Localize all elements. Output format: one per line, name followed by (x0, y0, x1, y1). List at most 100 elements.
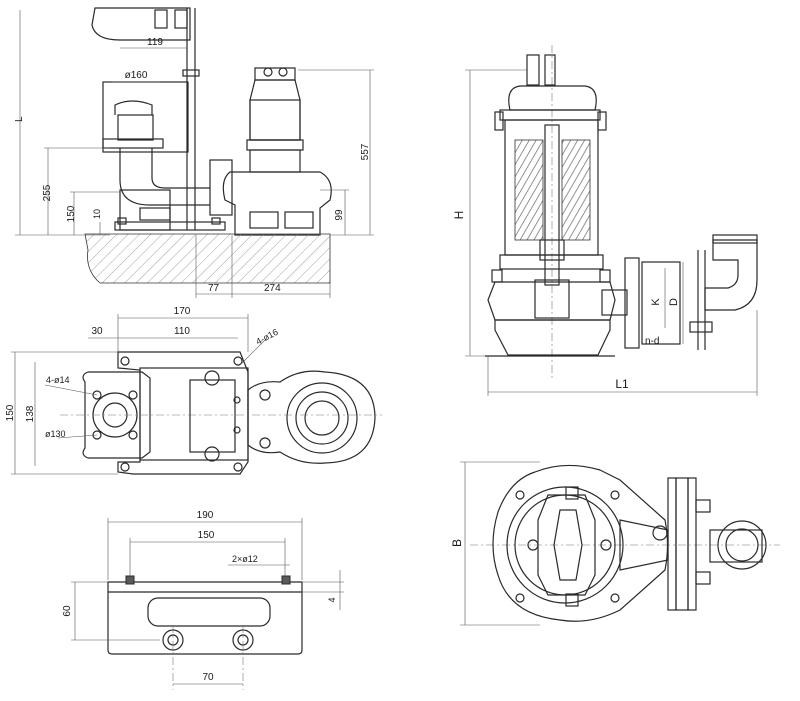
claw-pin (233, 426, 241, 434)
pipe-flange (102, 138, 164, 149)
mount-hole (233, 462, 243, 472)
dim-D: D (668, 298, 680, 306)
dim-274: 274 (264, 283, 281, 294)
dim-70: 70 (202, 672, 214, 683)
dim-99: 99 (334, 209, 345, 221)
bracket-view: 190 150 2×ø12 60 4 70 (62, 510, 344, 690)
dim-L: L (14, 116, 25, 122)
guide-claw (189, 379, 236, 453)
dim-150: 150 (5, 404, 16, 421)
side-installation-view: L 119 ø160 255 150 10 557 99 77 274 (14, 7, 374, 298)
stator-left (514, 139, 544, 241)
motor-ring (506, 486, 624, 604)
bolt (515, 490, 525, 500)
lug (599, 269, 611, 283)
rail-clamp (174, 9, 188, 29)
plan-view: 170 30 110 4-ø16 4-ø14 150 138 ø130 (5, 306, 382, 475)
pump-plan-view: B (450, 461, 780, 626)
outlet-duct (209, 159, 233, 216)
impeller (534, 279, 570, 319)
dim-138: 138 (25, 405, 36, 422)
outlet-flange (624, 257, 640, 349)
bolt (610, 490, 620, 500)
volute-body (487, 281, 616, 321)
flange-plate (667, 477, 677, 611)
dim-10: 10 (92, 209, 102, 219)
lifting-eye (263, 67, 273, 77)
bolt (527, 539, 539, 551)
discharge-outer (286, 382, 358, 454)
base-body (139, 367, 249, 461)
motor-housing (249, 99, 301, 141)
discharge-ring (247, 370, 376, 464)
cover-plate (537, 494, 596, 596)
dim-B: B (450, 539, 464, 547)
discharge-outline (102, 81, 189, 153)
seal-flange (499, 254, 604, 270)
leader-130 (57, 434, 98, 439)
bearing (539, 239, 565, 261)
dim-4: 4 (327, 597, 337, 602)
ring-hole (259, 389, 271, 401)
claw-hole (204, 370, 220, 386)
pump-foot (249, 211, 279, 229)
dim-190: 190 (197, 510, 214, 521)
cable-gland (254, 67, 296, 81)
pump-foot (284, 211, 314, 229)
bolt-hole (92, 390, 102, 400)
bolt-hole (128, 430, 138, 440)
shaft-marker (553, 509, 583, 581)
pipe-riser (117, 114, 154, 141)
rail-bracket (182, 69, 200, 77)
lug (597, 111, 607, 131)
cover-lug (565, 593, 579, 607)
concrete-floor (84, 233, 331, 284)
outlet-neck (601, 289, 628, 316)
top-cover (508, 85, 597, 111)
pump-outline (492, 464, 669, 622)
claw-hole (204, 446, 220, 462)
anchor-bolt (117, 217, 127, 225)
base-outline (117, 351, 249, 475)
dim-4x16: 4-ø16 (254, 327, 279, 347)
leader-4x14 (44, 384, 98, 396)
shaft (544, 124, 560, 286)
stator-right (561, 139, 591, 241)
rail-clamp (689, 321, 713, 333)
ring-hole (259, 437, 271, 449)
rail-clamp (154, 9, 168, 29)
pipe-bend (119, 148, 210, 206)
bolt-hole (92, 430, 102, 440)
pipe-top (114, 100, 153, 115)
bolt-hole (128, 390, 138, 400)
bolt (515, 593, 525, 603)
lug (491, 269, 503, 283)
coupling-base (119, 189, 171, 231)
rail-bolt (695, 571, 711, 585)
bracket-slot (147, 597, 271, 627)
dim-nd: n-d (645, 336, 659, 347)
mount-hole (233, 356, 243, 366)
discharge-mid (295, 391, 349, 445)
arm-hole (652, 525, 668, 541)
pipe-inner (725, 528, 759, 562)
dim-160: ø160 (125, 70, 148, 81)
cover-lug (565, 486, 579, 500)
cable-entry (526, 54, 540, 86)
elbow-flange (712, 234, 758, 244)
motor-top (249, 79, 301, 141)
dim-557: 557 (360, 143, 371, 160)
coupling-slot (139, 207, 171, 221)
dim-150: 150 (66, 205, 77, 222)
mount-hole (120, 462, 130, 472)
base-stand (494, 319, 611, 356)
anchor-bolt (211, 217, 221, 225)
dim-2x12: 2×ø12 (232, 554, 258, 564)
seal-housing (249, 149, 301, 173)
bracket-outline (107, 581, 303, 655)
dim-130: ø130 (45, 429, 66, 439)
handle-post (544, 54, 556, 86)
dim-170: 170 (174, 306, 191, 317)
bolt (600, 539, 612, 551)
